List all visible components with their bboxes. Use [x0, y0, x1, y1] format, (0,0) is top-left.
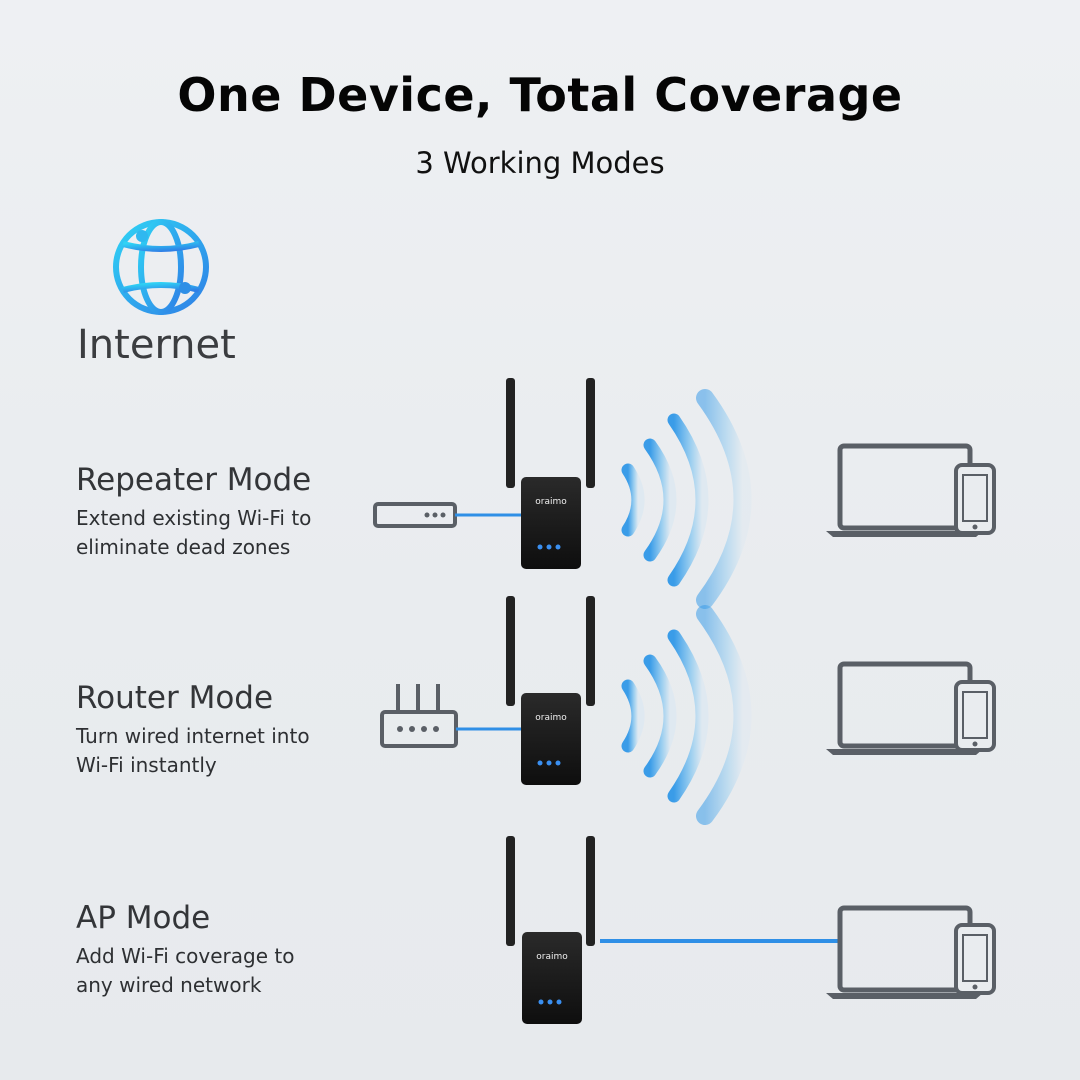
mode-description: Extend existing Wi-Fi to eliminate dead … — [76, 504, 376, 562]
internet-label: Internet — [77, 322, 236, 368]
mode-desc-line: Turn wired internet into — [76, 724, 310, 748]
mode-desc-line: Wi-Fi instantly — [76, 753, 217, 777]
phone-icon — [954, 680, 996, 752]
mode-description: Add Wi-Fi coverage to any wired network — [76, 942, 376, 1000]
brand-label: oraimo — [535, 713, 567, 723]
globe-icon — [113, 219, 209, 315]
extender-device: oraimo — [506, 378, 595, 569]
mode-title: Router Mode — [76, 680, 274, 716]
extender-device: oraimo — [506, 596, 595, 785]
wifi-waves — [621, 605, 752, 825]
mode-title: AP Mode — [76, 900, 211, 936]
mode-desc-line: Add Wi-Fi coverage to — [76, 944, 295, 968]
page-subtitle: 3 Working Modes — [415, 146, 665, 180]
brand-label: oraimo — [535, 497, 567, 507]
mode-repeater: Repeater Mode Extend existing Wi-Fi to e… — [76, 462, 376, 562]
mode-router: Router Mode Turn wired internet into Wi-… — [76, 680, 376, 780]
mode-desc-line: eliminate dead zones — [76, 535, 291, 559]
switch-icon — [373, 502, 457, 528]
mode-title: Repeater Mode — [76, 462, 312, 498]
router-icon — [380, 684, 458, 748]
page-title: One Device, Total Coverage — [177, 68, 903, 122]
phone-icon — [954, 463, 996, 535]
brand-label: oraimo — [536, 952, 568, 962]
mode-description: Turn wired internet into Wi-Fi instantly — [76, 722, 376, 780]
mode-desc-line: any wired network — [76, 973, 262, 997]
phone-icon — [954, 923, 996, 995]
extender-device: oraimo — [506, 836, 595, 1024]
wifi-waves — [621, 389, 752, 609]
mode-desc-line: Extend existing Wi-Fi to — [76, 506, 312, 530]
mode-ap: AP Mode Add Wi-Fi coverage to any wired … — [76, 900, 376, 1000]
